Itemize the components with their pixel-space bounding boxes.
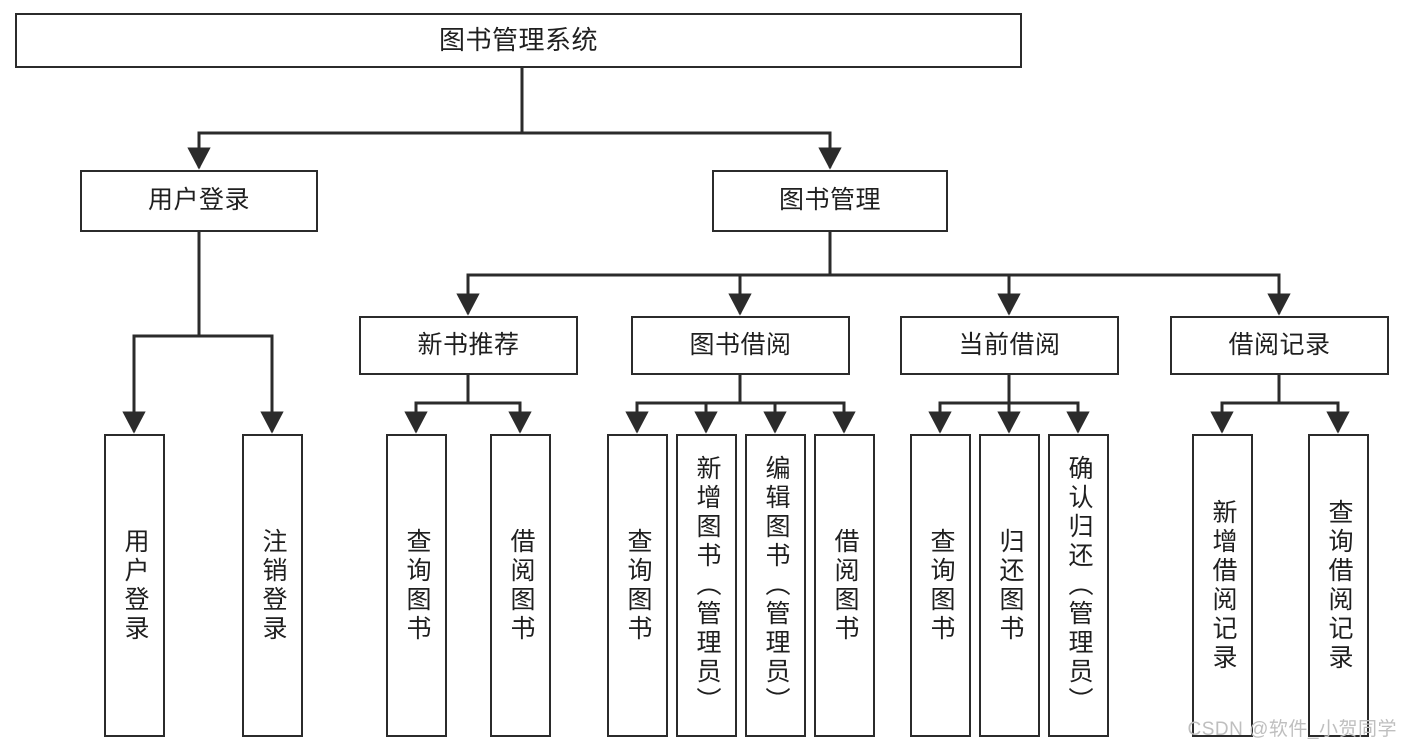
node-leaf-borrow-book[interactable]: 借阅图书: [814, 434, 875, 737]
watermark-text: CSDN @软件_小贺同学: [1187, 719, 1397, 740]
node-leaf-add-book-admin[interactable]: 新增图书（管理员）: [676, 434, 737, 737]
node-leaf-query-borrow-record-label: 查询借阅记录: [1325, 498, 1353, 673]
node-leaf-user-login[interactable]: 用户登录: [104, 434, 165, 737]
node-borrow-record[interactable]: 借阅记录: [1170, 316, 1389, 375]
node-new-book-recommend-label: 新书推荐: [417, 330, 520, 359]
node-leaf-edit-book-admin[interactable]: 编辑图书（管理员）: [745, 434, 806, 737]
node-book-management[interactable]: 图书管理: [712, 170, 948, 232]
node-root-system-label: 图书管理系统: [438, 25, 598, 56]
node-leaf-borrow-book-recommend[interactable]: 借阅图书: [490, 434, 551, 737]
node-leaf-borrow-book-label: 借阅图书: [831, 527, 859, 644]
node-leaf-logout[interactable]: 注销登录: [242, 434, 303, 737]
node-leaf-add-book-admin-label: 新增图书（管理员）: [693, 455, 721, 716]
node-leaf-query-book-label: 查询图书: [624, 527, 652, 644]
node-leaf-query-book[interactable]: 查询图书: [607, 434, 668, 737]
node-leaf-user-login-label: 用户登录: [121, 527, 149, 644]
node-book-borrow[interactable]: 图书借阅: [631, 316, 850, 375]
node-borrow-record-label: 借阅记录: [1228, 330, 1331, 359]
node-leaf-query-book-recommend-label: 查询图书: [403, 527, 431, 644]
node-leaf-return-book-label: 归还图书: [996, 527, 1024, 644]
node-leaf-query-book-current[interactable]: 查询图书: [910, 434, 971, 737]
node-leaf-add-borrow-record-label: 新增借阅记录: [1209, 498, 1237, 673]
node-leaf-query-book-recommend[interactable]: 查询图书: [386, 434, 447, 737]
node-leaf-logout-label: 注销登录: [259, 527, 287, 644]
node-root-system[interactable]: 图书管理系统: [15, 13, 1022, 68]
node-new-book-recommend[interactable]: 新书推荐: [359, 316, 578, 375]
node-leaf-query-book-current-label: 查询图书: [927, 527, 955, 644]
node-leaf-confirm-return-admin[interactable]: 确认归还（管理员）: [1048, 434, 1109, 737]
node-leaf-return-book[interactable]: 归还图书: [979, 434, 1040, 737]
node-book-management-label: 图书管理: [778, 186, 881, 215]
node-leaf-borrow-book-recommend-label: 借阅图书: [507, 527, 535, 644]
node-leaf-query-borrow-record[interactable]: 查询借阅记录: [1308, 434, 1369, 737]
node-current-borrow-label: 当前借阅: [958, 330, 1061, 359]
node-leaf-add-borrow-record[interactable]: 新增借阅记录: [1192, 434, 1253, 737]
node-leaf-confirm-return-admin-label: 确认归还（管理员）: [1065, 455, 1093, 716]
node-book-borrow-label: 图书借阅: [689, 330, 792, 359]
node-current-borrow[interactable]: 当前借阅: [900, 316, 1119, 375]
node-user-login[interactable]: 用户登录: [80, 170, 318, 232]
node-user-login-label: 用户登录: [147, 186, 250, 215]
node-leaf-edit-book-admin-label: 编辑图书（管理员）: [762, 455, 790, 716]
